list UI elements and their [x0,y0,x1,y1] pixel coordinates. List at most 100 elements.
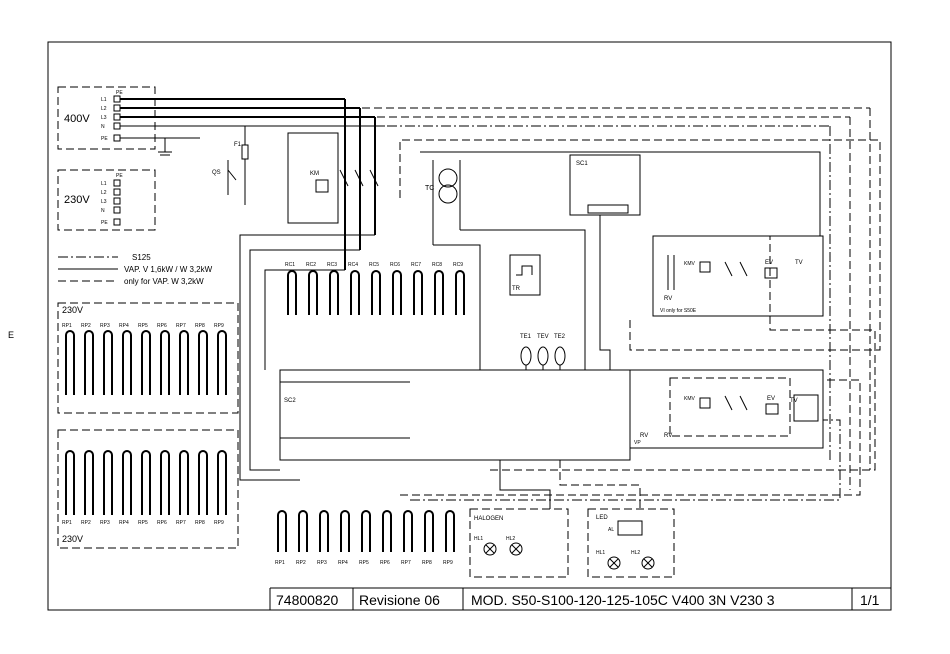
rp-upper-heater-4 [122,330,132,395]
rp-upper-label-7: RP7 [176,323,186,329]
legend-item-1: S125 [132,253,151,262]
lower-group-label: 230V [62,534,83,544]
upper-group-label: 230V [62,305,83,315]
sc2-label: SC2 [284,398,296,404]
halogen-box: HALOGEN HL1 HL2 [469,508,569,578]
rc-label-5: RC5 [369,262,379,268]
drawing-sheet: 1/1 [860,592,880,608]
rp-upper-label-3: RP3 [100,323,110,329]
kmv-label-lower: KMV [684,396,696,402]
rp-upper-label-5: RP5 [138,323,148,329]
vi-note: VI only for S50E [660,308,697,314]
rp-upper-label-2: RP2 [81,323,91,329]
rc-label-4: RC4 [348,262,358,268]
rp-upper-heater-2 [84,330,94,395]
rp-upper-label-4: RP4 [119,323,129,329]
rp-lower-heater-1 [65,450,75,515]
vi-block: VI only for S50E RV KMV EV TV [652,235,824,317]
transformer-tc: TC [425,160,461,245]
hl2-label-led: HL2 [631,550,640,556]
rp-upper-heater-5 [141,330,151,395]
hl1-label-led: HL1 [596,550,605,556]
rp-upper-label-1: RP1 [62,323,72,329]
rc-heater-1 [287,270,297,315]
rc-heater-4 [350,270,360,315]
svg-text:L3: L3 [101,115,107,121]
board-sc1: SC1 [569,154,641,216]
rp-lower-label-1: RP1 [62,520,72,526]
drawing-model: MOD. S50-S100-120-125-105C V400 3N V230 … [471,592,775,608]
qs-label: QS [212,170,221,176]
rc-heater-5 [371,270,381,315]
hl1-label-halogen: HL1 [474,536,483,542]
drawing-revision: Revisione 06 [359,592,440,608]
km-label: KM [310,171,319,177]
rc-heater-8 [434,270,444,315]
relay-tr: TR [509,254,541,296]
rc-label-7: RC7 [411,262,421,268]
rp-upper-heater-8 [198,330,208,395]
rc-heater-9 [455,270,465,315]
rp-bottom-label-7: RP7 [401,560,411,566]
rc-heater-3 [329,270,339,315]
rp-upper-label-9: RP9 [214,323,224,329]
drawing-frame [47,41,892,611]
rp-bottom-label-1: RP1 [275,560,285,566]
legend-item-2: VAP. V 1,6kW / W 3,2kW [124,265,213,274]
svg-text:N: N [101,208,105,214]
rp-bottom-heater-6 [382,510,392,552]
rp-lower-label-4: RP4 [119,520,129,526]
svg-text:L2: L2 [101,190,107,196]
svg-text:PE: PE [116,90,123,96]
ev-label-lower: EV [767,396,775,402]
rp-bottom-heater-1 [277,510,287,552]
rp-bottom-heater-7 [403,510,413,552]
rp-upper-heater-6 [160,330,170,395]
vp-label: VP [634,440,641,446]
rp-lower-heater-9 [217,450,227,515]
protection-section: QS F1 KM [212,126,379,224]
svg-text:PE: PE [116,173,123,179]
rp-upper-heater-1 [65,330,75,395]
rp-lower-heater-3 [103,450,113,515]
rp-lower-heater-7 [179,450,189,515]
rp-bottom-label-6: RP6 [380,560,390,566]
te1-label: TE1 [520,334,532,340]
tev-label: TEV [537,334,549,340]
rp-bottom-label-4: RP4 [338,560,348,566]
rc-label-1: RC1 [285,262,295,268]
rp-lower-label-9: RP9 [214,520,224,526]
f1-label: F1 [234,142,242,148]
led-box: LED AL HL1 HL2 [587,508,675,578]
svg-text:N: N [101,124,105,130]
sc1-label: SC1 [576,161,588,167]
ev-rv-label-lower: RV [664,433,672,439]
rp-bottom-label-3: RP3 [317,560,327,566]
svg-text:L1: L1 [101,97,107,103]
line-legend: S125 VAP. V 1,6kW / W 3,2kW only for VAP… [58,253,213,286]
rv-label-lower: RV [640,433,648,439]
rp-bottom-label-9: RP9 [443,560,453,566]
interconnect-wires [239,139,881,509]
rc-heater-7 [413,270,423,315]
rp-lower-heater-6 [160,450,170,515]
ev-label-upper: EV [765,260,773,266]
rp-lower-heater-4 [122,450,132,515]
rp-lower-label-3: RP3 [100,520,110,526]
rc-label-2: RC2 [306,262,316,268]
svg-text:L1: L1 [101,181,107,187]
te-sensors: TE1 TEV TE2 [520,334,566,370]
rp-bottom-label-2: RP2 [296,560,306,566]
rp-lower-label-2: RP2 [81,520,91,526]
tc-label: TC [425,185,434,192]
rp-lower-heater-8 [198,450,208,515]
te2-label: TE2 [554,334,566,340]
rv-label-upper: RV [664,296,672,302]
supply-400v-label: 400V [64,113,90,125]
svg-text:PE: PE [101,136,108,142]
